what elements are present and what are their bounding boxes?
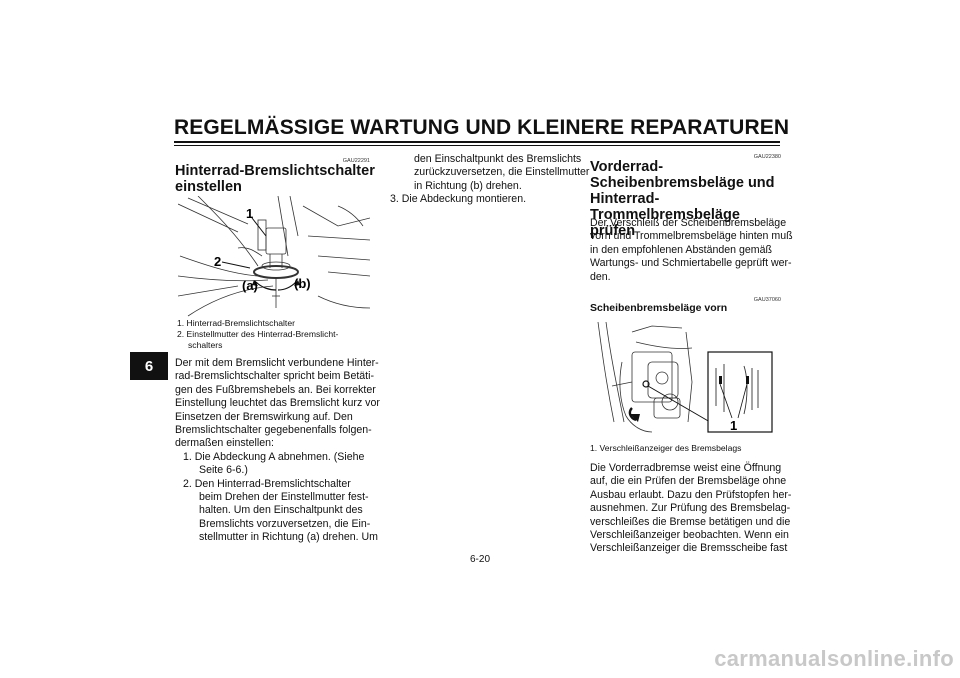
figure-label-pad-1: 1 (730, 418, 737, 433)
section-code-brake-pads: GAU22380 (753, 154, 781, 160)
title-rule (174, 141, 780, 143)
page-title: REGELMÄSSIGE WARTUNG UND KLEINERE REPARA… (174, 116, 790, 139)
brake-pad-figure: 1 (597, 322, 773, 433)
figure-caption-brake-pad: 1. Verschleißanzeiger des Bremsbelags (590, 443, 742, 453)
section-heading-brake-pads: Vorderrad- Scheibenbremsbeläge und Hinte… (590, 159, 775, 239)
chapter-tab: 6 (130, 352, 168, 380)
subsection-heading-front-pads: Scheibenbremsbeläge vorn (590, 302, 728, 314)
subsection-code: GAU37060 (753, 297, 781, 303)
body-text-col3: Die Vorderradbremse weist eine Öffnung a… (590, 462, 792, 555)
figure-label-2: 2 (214, 254, 221, 269)
title-rule-thin (174, 145, 780, 146)
section-code: GAU22291 (342, 158, 370, 164)
figure-label-1: 1 (246, 206, 253, 221)
figure-label-b: (b) (294, 276, 311, 291)
section-heading-brake-switch: Hinterrad-Bremslichtschalter einstellen (175, 163, 375, 195)
figure-label-a: (a) (242, 278, 258, 293)
intro-text-col3: Der Verschleiß der Scheibenbremsbeläge v… (590, 217, 793, 283)
body-text-col2: den Einschaltpunkt des Bremslichts zurüc… (390, 153, 590, 206)
figure-caption-brake-switch: 1. Hinterrad-Bremslichtschalter 2. Einst… (177, 318, 339, 350)
body-text-col1: Der mit dem Bremslicht verbundene Hinter… (175, 357, 380, 544)
brake-switch-figure: 1 2 (a) (b) (178, 196, 370, 317)
watermark: carmanualsonline.info (714, 646, 954, 671)
page-number: 6-20 (469, 554, 490, 565)
